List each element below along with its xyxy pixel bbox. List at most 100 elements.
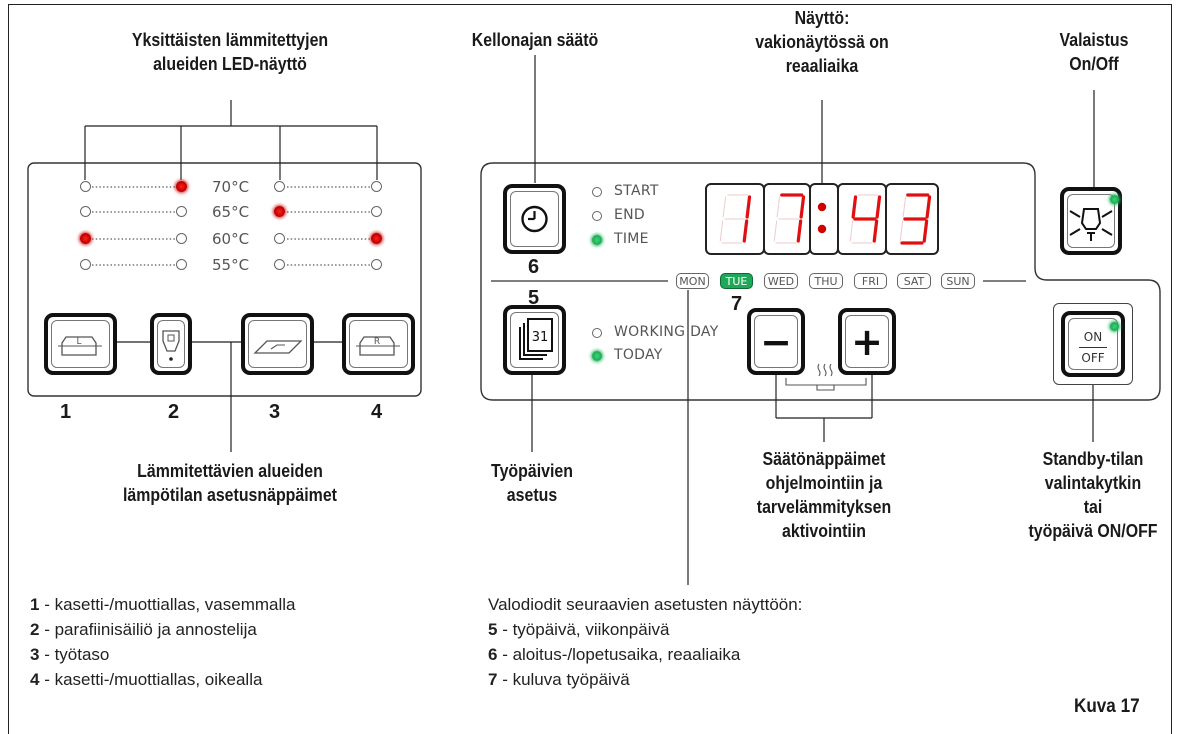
temp-buttons-callout: Lämmitettävien alueiden lämpötilan asetu…: [97, 459, 364, 507]
number-label: 3: [269, 401, 281, 423]
calendar-icon: 31: [519, 318, 553, 360]
callout-line: Standby-tilan: [1042, 448, 1144, 469]
day-indicator: WED: [764, 273, 798, 289]
work-surface-icon: [253, 340, 303, 354]
workday-calendar-button[interactable]: 31: [503, 305, 566, 375]
work-surface-button[interactable]: [241, 313, 314, 375]
legend-item: 2 - parafiinisäiliö ja annostelija: [30, 620, 257, 639]
led-indicator: [274, 233, 285, 244]
led-indicator: [176, 233, 187, 244]
workday-led: [592, 351, 602, 361]
number-label-day: 7: [731, 293, 743, 315]
segment-b: [745, 195, 752, 219]
standby-callout: Standby-tilan valintakytkin tai työpäivä…: [1007, 447, 1178, 543]
led-indicator: [371, 181, 382, 192]
number-label: 2: [168, 401, 180, 423]
number-label: 1: [60, 401, 72, 423]
display-callout: Näyttö: vakionäytössä on reaaliaika: [736, 6, 908, 78]
mode-led: [592, 187, 602, 197]
callout-line: vakionäytössä on: [755, 31, 889, 52]
segment-f: [722, 196, 727, 218]
callout-line: valintakytkin: [1044, 472, 1142, 493]
led-indicator: [80, 181, 91, 192]
number-label-clock: 6: [528, 256, 540, 278]
temp-label: 60°C: [212, 230, 250, 248]
led-indicator: [371, 206, 382, 217]
led-indicator: [176, 206, 187, 217]
callout-line: Kellonajan säätö: [471, 29, 599, 50]
colon-dot: [817, 224, 827, 234]
callout-line: reaaliaika: [785, 55, 859, 76]
left-bath-letter: L: [76, 337, 81, 347]
standby-led: [1110, 322, 1119, 331]
segment-b: [799, 195, 806, 219]
legend-left: 1 - kasetti-/muottiallas, vasemmalla 2 -…: [30, 592, 296, 692]
callout-line: tarvelämmityksen: [756, 496, 892, 517]
right-bath-icon: R: [356, 336, 400, 356]
callout-line: tai: [1083, 496, 1103, 517]
day-indicator: SAT: [897, 273, 931, 289]
callout-line: ohjelmointiin ja: [765, 472, 883, 493]
legend-intro: Valodiodit seuraavien asetusten näyttöön…: [488, 595, 803, 614]
today-label: TODAY: [614, 347, 663, 363]
working-day-label: WORKING DAY: [614, 324, 719, 340]
minus-button[interactable]: −: [747, 308, 805, 375]
segment-c: [922, 219, 929, 243]
callout-line: työpäivä ON/OFF: [1028, 520, 1158, 541]
colon-dot: [817, 202, 827, 212]
clock-button[interactable]: [503, 184, 566, 254]
callout-line: lämpötilan asetusnäppäimet: [123, 484, 337, 505]
segment-f: [902, 196, 907, 218]
callout-line: Työpäivien: [491, 460, 573, 481]
plus-button[interactable]: +: [838, 308, 896, 375]
calendar-day-number: 31: [532, 330, 549, 345]
standby-onoff-button[interactable]: ON OFF: [1061, 311, 1125, 377]
segment-e: [849, 220, 854, 242]
legend-item: 5 - työpäivä, viikonpäivä: [488, 620, 670, 639]
right-bath-button[interactable]: R: [342, 313, 415, 375]
legend-item: 3 - työtaso: [30, 645, 110, 664]
callout-line: Säätönäppäimet: [762, 448, 886, 469]
day-indicator: SUN: [941, 273, 975, 289]
segment-e: [899, 220, 904, 242]
temp-label: 65°C: [212, 203, 250, 221]
light-bulb-icon: [1069, 208, 1113, 241]
led-indicator: [274, 259, 285, 270]
lighting-button[interactable]: [1060, 187, 1122, 255]
left-bath-button[interactable]: L: [44, 313, 117, 375]
led-indicator: [274, 206, 285, 217]
segment-b: [925, 195, 932, 219]
callout-line: Valaistus: [1059, 29, 1129, 50]
segment-e: [719, 220, 724, 242]
workday-led: [592, 328, 602, 338]
right-bath-letter: R: [374, 337, 380, 347]
lighting-led: [1110, 195, 1119, 204]
segment-c: [742, 219, 749, 243]
number-label: 4: [371, 401, 383, 423]
day-indicator: FRI: [854, 273, 887, 289]
lighting-callout: Valaistus On/Off: [1042, 28, 1145, 76]
callout-line: Lämmitettävien alueiden: [137, 460, 323, 481]
callout-line: On/Off: [1069, 53, 1119, 74]
led-display-callout: Yksittäisten lämmitettyjen alueiden LED-…: [92, 28, 367, 76]
callout-line: alueiden LED-näyttö: [153, 53, 307, 74]
legend-item: 7 - kuluva työpäivä: [488, 670, 630, 689]
number-label-calendar: 5: [528, 287, 540, 309]
figure-label: Kuva 17: [1074, 696, 1140, 717]
legend-item: 1 - kasetti-/muottiallas, vasemmalla: [30, 595, 296, 614]
mode-led: [592, 211, 602, 221]
segment-digits: [719, 193, 932, 245]
led-indicator: [274, 181, 285, 192]
day-indicator: THU: [809, 273, 843, 289]
paraffin-dispenser-icon: [162, 330, 180, 361]
minus-icon: −: [760, 320, 792, 364]
led-indicator: [371, 233, 382, 244]
left-bath-icon: L: [58, 336, 102, 356]
callout-line: aktivointiin: [782, 520, 866, 541]
callout-line: Yksittäisten lämmitettyjen: [131, 29, 329, 50]
segment-c: [796, 219, 803, 243]
led-indicator: [80, 259, 91, 270]
figure-frame: [8, 4, 1172, 734]
paraffin-button[interactable]: [150, 313, 192, 375]
